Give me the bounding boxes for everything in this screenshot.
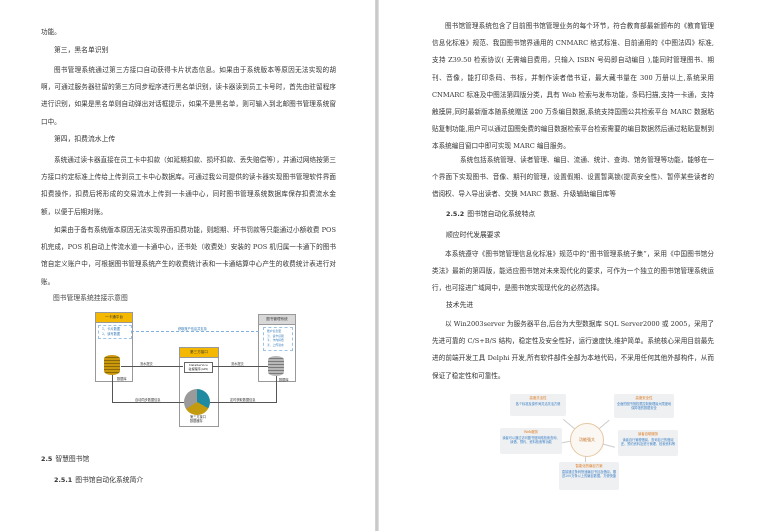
diagram-dataservice: DataService 驻留程序(API) [184, 362, 213, 373]
database-icon [104, 355, 120, 375]
diagram-connector [210, 402, 277, 403]
diagram-label: 第三方接口 数据缓存 [190, 415, 206, 423]
card-body: 读者自行管理借阅、查询自己的借阅史、预约资料及进行管理、检索资料等 [620, 437, 676, 447]
card-title: 智能化的编目方案 [575, 464, 603, 468]
diagram-label: 定时获取数据信息 [230, 398, 256, 402]
card-body: 全面的图书馆权限控制管理最大限度地保障馆的数据安全 [616, 401, 672, 411]
mindmap-center: 功能强大 [570, 423, 604, 457]
diagram-label: 数据库 [117, 377, 127, 381]
card-body: 各个标准及操作间灵活灵活方便 [515, 401, 561, 406]
diagram-connector [276, 376, 277, 402]
diagram-box-library-system: 图书管理系统 [258, 314, 296, 382]
diagram-connector [212, 366, 268, 367]
diagram-box-title: 图书管理系统 [259, 315, 295, 325]
diagram-dashed-connector [131, 331, 259, 332]
card-title: 读者自助服务 [637, 432, 659, 436]
paragraph-tech: 以 Win2003server 为服务器平台,后台为大型数据库 SQL Serv… [432, 320, 714, 380]
diagram-label: 获取账户信息并支持 [178, 327, 207, 331]
mindmap-card-web-service: Web服务 读者可以通过访问图书馆网络检索查询、续借、预约、资料检索等功能 [500, 428, 562, 454]
system-connection-diagram: 一卡通平台 1、卡片数据 2、读写数据 数据库 图书管理系统 账户信息更 ①、读… [95, 305, 335, 427]
mindmap-card-flexibility: 高度灵活性 各个标准及操作间灵活灵活方便 [510, 394, 566, 416]
database-icon [268, 356, 284, 376]
card-title: 高度安全性 [635, 396, 653, 400]
heading-number: 2.5 [41, 455, 53, 463]
card-body: 读者可以通过访问图书馆网络检索查询、续借、预约、资料检索等功能 [502, 435, 560, 445]
page-divider [375, 0, 379, 531]
paragraph-fee-upload-1: 系统通过读卡器直接在员工卡中扣款（如延期扣款、损坏扣款、丢失赔偿等），并通过网络… [41, 156, 336, 216]
heading-number: 2.5.1 [54, 476, 73, 484]
document-page-right: 图书馆管理系统包含了目前图书馆管理业务的每个环节，符合教育部最新颁布的《教育管理… [379, 0, 760, 531]
paragraph-system-functions: 系统包括系统管理、读者管理、编目、流通、统计、查询、馆务管理等功能，能够在一个界… [432, 156, 714, 199]
diagram-box-title: 第三方接口 [180, 348, 218, 358]
paragraph-fee-upload-2: 如果由于备有系统版本原因无法实现界面扣费功能，则超期、坏书罚款等只能通过小额收费… [41, 226, 336, 286]
heading-text: 智慧图书馆 [55, 455, 90, 463]
diagram-label: 自动同步数据信息 [135, 398, 161, 402]
mindmap-card-smart-cataloging: 智能化的编目方案 直接通过条码快速编目书目及借阅，赠送200万条以上的编目数据，… [559, 462, 619, 490]
paragraph-system-overview: 图书馆管理系统包含了目前图书馆管理业务的每个环节，符合教育部最新颁布的《教育管理… [432, 22, 714, 151]
diagram-card-items: 1、卡片数据 2、读写数据 [98, 325, 132, 339]
heading-text: 图书馆自动化系统简介 [75, 476, 144, 484]
paragraph-continuation: 功能。 [41, 28, 61, 36]
diagram-connector [112, 402, 184, 403]
heading-number: 2.5.2 [446, 210, 465, 218]
card-title: 高度灵活性 [529, 396, 547, 400]
document-page-left: 功能。 第三，黑名单识别 图书管理系统通过第三方接口自动获得卡片状态信息。如果由… [0, 0, 375, 531]
cache-pie-icon [184, 389, 210, 415]
diagram-connector [112, 375, 113, 402]
diagram-label: 流水提交 [140, 362, 153, 366]
heading-text: 图书馆自动化系统特点 [467, 210, 536, 218]
diagram-box-title: 一卡通平台 [96, 313, 132, 323]
features-mindmap: 高度灵活性 各个标准及操作间灵活灵活方便 高度安全性 全面的图书馆权限控制管理最… [488, 389, 683, 493]
heading-fee-upload: 第四，扣费流水上传 [54, 135, 116, 143]
heading-era: 顺应时代发展要求 [446, 231, 501, 239]
diagram-label: 流水提交 [231, 362, 244, 366]
diagram-label: 数据库 [279, 378, 289, 382]
heading-blacklist: 第三，黑名单识别 [54, 46, 109, 54]
paragraph-blacklist: 图书管理系统通过第三方接口自动获得卡片状态信息。如果由于系统版本等原因无法实现的… [41, 66, 336, 126]
diagram-library-items: 账户信息更 ①、读卡识别 ②、卡内扣费 ③、上传流水 [263, 327, 293, 351]
mindmap-card-security: 高度安全性 全面的图书馆权限控制管理最大限度地保障馆的数据安全 [614, 394, 674, 418]
diagram-connector [121, 366, 183, 367]
mindmap-card-self-service: 读者自助服务 读者自行管理借阅、查询自己的借阅史、预约资料及进行管理、检索资料等 [618, 430, 678, 456]
figure-caption: 图书管理系统挂接示意图 [53, 294, 128, 302]
paragraph-era: 本系统遵守《图书馆管理信息化标准》规范中的“图书管理系统子集”，采用《中国图书馆… [432, 250, 714, 293]
card-title: Web服务 [523, 430, 539, 434]
heading-tech: 技术先进 [446, 301, 474, 309]
card-body: 直接通过条码快速编目书目及借阅，赠送200万条以上的编目数据，方便快捷 [561, 469, 617, 479]
